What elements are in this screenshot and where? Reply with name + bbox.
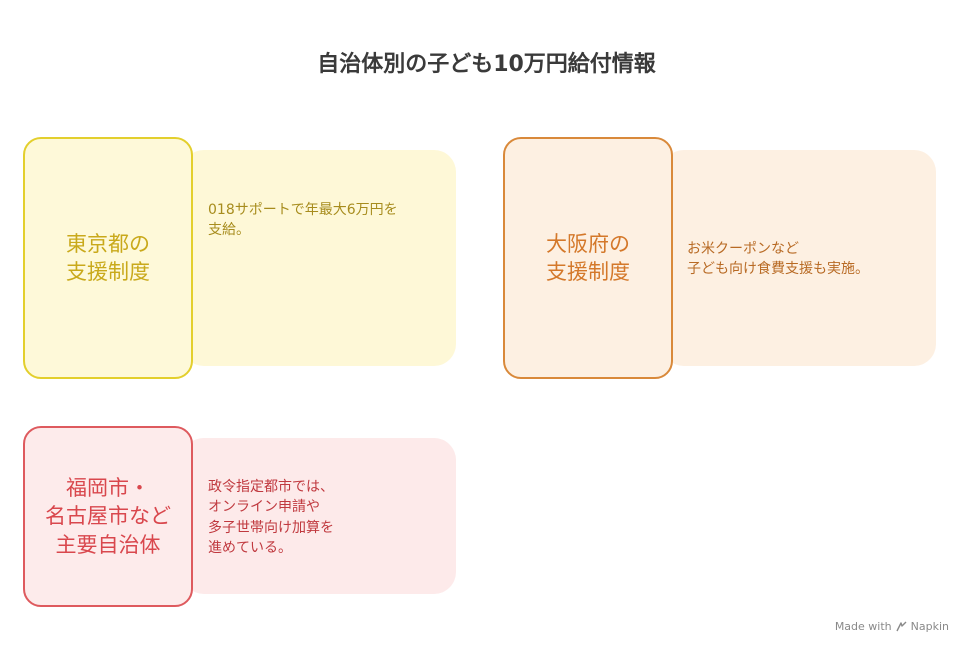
osaka-label-text: 大阪府の 支援制度 <box>546 231 630 284</box>
made-with-napkin-footer[interactable]: Made with Napkin <box>835 620 949 633</box>
fukuoka-card-background <box>182 438 456 594</box>
fukuoka-card-label: 福岡市・ 名古屋市など 主要自治体 <box>23 426 193 607</box>
fukuoka-card-description: 政令指定都市では、 オンライン申請や 多子世帯向け加算を 進めている。 <box>208 479 334 556</box>
osaka-card-label: 大阪府の 支援制度 <box>503 137 673 379</box>
tokyo-card-label: 東京都の 支援制度 <box>23 137 193 379</box>
napkin-logo-icon <box>896 621 907 632</box>
osaka-card-background <box>662 150 936 366</box>
page-title: 自治体別の子ども10万円給付情報 <box>317 52 656 77</box>
tokyo-card-background <box>182 150 456 366</box>
fukuoka-label-text: 福岡市・ 名古屋市など 主要自治体 <box>45 475 171 557</box>
tokyo-card-description: 018サポートで年最大6万円を 支給。 <box>208 202 398 239</box>
made-with-text: Made with <box>834 620 892 633</box>
tokyo-label-text: 東京都の 支援制度 <box>66 231 150 284</box>
osaka-card-description: お米クーポンなど 子ども向け食費支援も実施。 <box>687 241 869 278</box>
napkin-brand-text: Napkin <box>910 620 949 633</box>
